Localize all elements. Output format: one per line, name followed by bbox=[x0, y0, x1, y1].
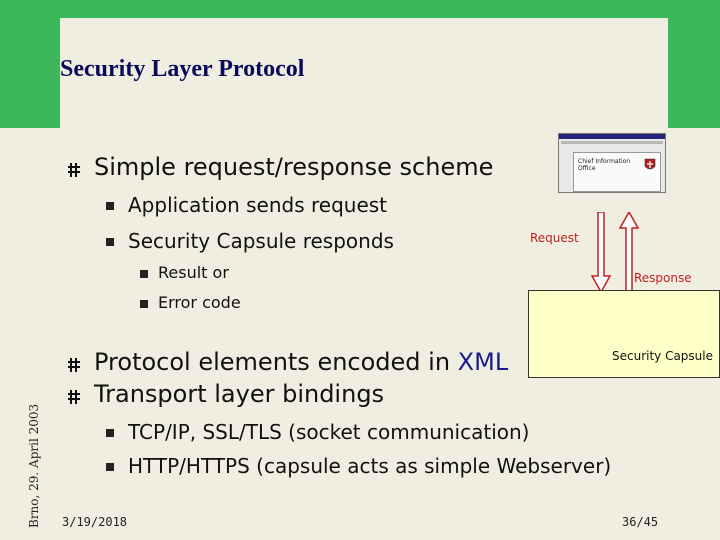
bullet-error-code: Error code bbox=[158, 293, 241, 312]
hash-bullet-icon bbox=[68, 163, 80, 177]
response-arrow-icon bbox=[618, 212, 640, 293]
request-response-arrows bbox=[590, 212, 640, 294]
bullet-tcp-ssl: TCP/IP, SSL/TLS (socket communication) bbox=[128, 420, 530, 444]
xml-highlight: XML bbox=[457, 348, 509, 376]
hash-bullet-icon bbox=[68, 358, 80, 372]
browser-screenshot: Chief Information Office bbox=[558, 133, 666, 193]
bullet-protocol-text: Protocol elements encoded in bbox=[94, 348, 458, 376]
square-bullet-icon bbox=[106, 202, 114, 210]
bullet-application-sends: Application sends request bbox=[128, 193, 388, 217]
slide-title: Security Layer Protocol bbox=[60, 56, 305, 82]
browser-titlebar bbox=[559, 134, 665, 139]
security-capsule-box: Security Capsule bbox=[528, 290, 720, 378]
bullet-request-response: Simple request/response scheme bbox=[94, 153, 494, 181]
browser-window: Chief Information Office bbox=[573, 152, 661, 192]
bullet-protocol-xml: Protocol elements encoded in XML bbox=[94, 348, 508, 376]
hash-bullet-icon bbox=[68, 390, 80, 404]
security-capsule-label: Security Capsule bbox=[611, 349, 713, 363]
bullet-http-https: HTTP/HTTPS (capsule acts as simple Webse… bbox=[128, 454, 612, 478]
footer-date: 3/19/2018 bbox=[62, 515, 128, 529]
top-frame-bar bbox=[0, 0, 720, 18]
bullet-result: Result or bbox=[158, 263, 229, 282]
square-bullet-icon bbox=[140, 300, 148, 308]
title-panel bbox=[60, 18, 668, 128]
square-bullet-icon bbox=[106, 429, 114, 437]
square-bullet-icon bbox=[140, 270, 148, 278]
bullet-capsule-responds: Security Capsule responds bbox=[128, 229, 394, 253]
browser-menubar bbox=[561, 141, 663, 144]
left-frame-bar bbox=[0, 0, 60, 128]
response-label: Response bbox=[634, 271, 692, 285]
bullet-transport-bindings: Transport layer bindings bbox=[94, 380, 385, 408]
coat-of-arms-icon bbox=[644, 157, 656, 176]
side-date: Brno, 29. April 2003 bbox=[27, 403, 41, 528]
page-number: 36/45 bbox=[622, 515, 659, 529]
square-bullet-icon bbox=[106, 463, 114, 471]
square-bullet-icon bbox=[106, 238, 114, 246]
right-frame-bar bbox=[668, 18, 720, 128]
browser-office-text: Chief Information Office bbox=[578, 158, 631, 172]
request-label: Request bbox=[530, 231, 579, 245]
request-arrow-icon bbox=[590, 212, 612, 294]
